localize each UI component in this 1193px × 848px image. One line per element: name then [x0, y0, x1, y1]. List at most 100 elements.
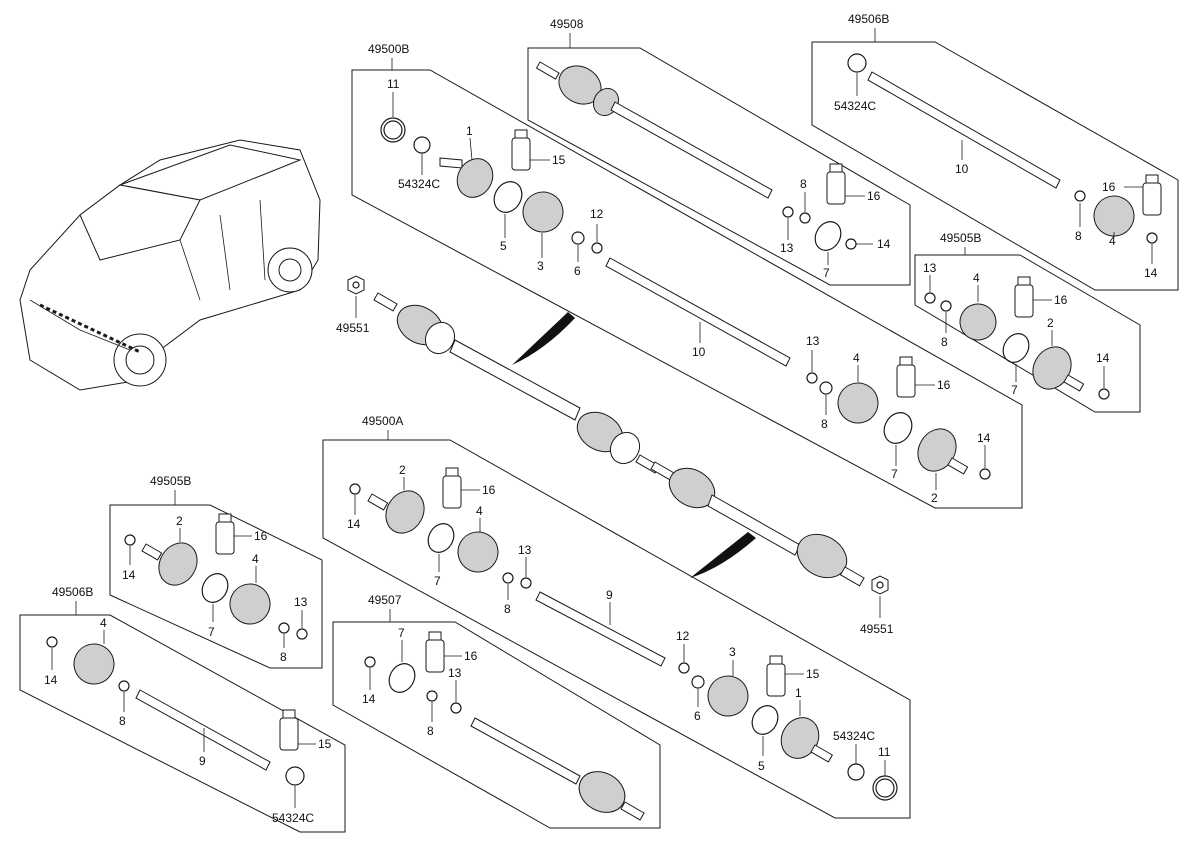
part-label-4: 4: [1109, 234, 1116, 248]
group-label-49508: 49508: [550, 17, 584, 31]
part-label-4: 4: [853, 351, 860, 365]
frame-group-49506B-top: [811, 41, 1179, 291]
part-label-14: 14: [977, 431, 991, 445]
boot-icon: [73, 643, 115, 685]
part-label-4: 4: [100, 616, 107, 630]
arrow-icon: [690, 532, 756, 578]
clamp-ring-icon: [388, 663, 416, 693]
part-label-54324C: 54324C: [833, 729, 875, 743]
part-label-8: 8: [504, 602, 511, 616]
clamp-ring-icon: [520, 577, 532, 589]
group-label-49500A: 49500A: [362, 414, 403, 428]
part-label-11: 11: [387, 77, 400, 91]
grease-tube-icon: [896, 364, 916, 398]
part-label-7: 7: [891, 467, 898, 481]
group-label-49505B-right: 49505B: [940, 231, 981, 245]
part-label-1: 1: [466, 124, 473, 138]
boot-icon: [837, 382, 879, 424]
part-label-8: 8: [119, 714, 126, 728]
grease-tube-icon: [215, 521, 235, 555]
clamp-ring-icon: [814, 221, 842, 251]
part-label-9: 9: [606, 588, 613, 602]
part-label-3: 3: [537, 259, 544, 273]
part-label-13: 13: [518, 543, 532, 557]
part-label-5: 5: [500, 239, 507, 253]
clamp-ring-icon: [413, 136, 431, 154]
part-label-7: 7: [1011, 383, 1018, 397]
clamp-ring-icon: [349, 483, 361, 495]
cv-joint-icon: [456, 158, 494, 198]
part-label-16: 16: [482, 483, 496, 497]
cv-joint-icon: [780, 717, 820, 759]
shaft-icon: [470, 717, 581, 785]
clamp-ring-icon: [296, 628, 308, 640]
frame-group-49505B-left: [109, 504, 323, 669]
clamp-ring-icon: [979, 468, 991, 480]
frame-group-49505B-right: [914, 254, 1141, 413]
part-label-6: 6: [574, 264, 581, 278]
part-label-3: 3: [729, 645, 736, 659]
part-label-4: 4: [973, 271, 980, 285]
part-label-54324C: 54324C: [834, 99, 876, 113]
group-label-49505B-left: 49505B: [150, 474, 191, 488]
grease-tube-icon: [1142, 182, 1162, 216]
boot-icon: [959, 303, 997, 341]
part-label-1: 1: [795, 686, 802, 700]
grease-tube-icon: [425, 639, 445, 673]
part-label-2: 2: [176, 514, 183, 528]
vehicle-outline-icon: [19, 139, 321, 391]
part-label-8: 8: [280, 650, 287, 664]
part-label-2: 2: [1047, 316, 1054, 330]
group-label-49506B-top: 49506B: [848, 12, 889, 26]
clamp-ring-icon: [1002, 333, 1030, 363]
part-label-12: 12: [676, 629, 690, 643]
part-label-9: 9: [199, 754, 206, 768]
part-label-13: 13: [780, 241, 794, 255]
clamp-ring-icon: [678, 662, 690, 674]
part-label-8: 8: [941, 335, 948, 349]
clamp-ring-icon: [278, 622, 290, 634]
part-label-15: 15: [318, 737, 332, 751]
part-label-2: 2: [399, 463, 406, 477]
part-label-16: 16: [464, 649, 478, 663]
part-label-14: 14: [1096, 351, 1110, 365]
shaft-icon: [867, 71, 1061, 189]
part-label-54324C: 54324C: [398, 177, 440, 191]
part-label-14: 14: [347, 517, 361, 531]
part-label-6: 6: [694, 709, 701, 723]
part-label-14: 14: [122, 568, 136, 582]
part-label-7: 7: [434, 574, 441, 588]
part-label-16: 16: [1054, 293, 1068, 307]
main-shaft-assembly: [373, 292, 865, 587]
grease-tube-icon: [826, 171, 846, 205]
part-label-11: 11: [878, 745, 891, 759]
clamp-ring-icon: [782, 206, 794, 218]
clamp-ring-icon: [493, 181, 523, 213]
clamp-ring-icon: [571, 231, 585, 245]
part-label-15: 15: [806, 667, 820, 681]
grease-tube-icon: [442, 475, 462, 509]
part-label-8: 8: [800, 177, 807, 191]
part-label-7: 7: [823, 266, 830, 280]
cv-joint-icon: [385, 490, 425, 534]
clamp-ring-icon: [847, 763, 865, 781]
shaft-icon: [610, 101, 773, 199]
frame-group-49500A: [322, 439, 911, 819]
part-label-14: 14: [1144, 266, 1158, 280]
group-label-49507: 49507: [368, 593, 402, 607]
shaft-icon: [439, 157, 463, 169]
clamp-ring-icon: [924, 292, 936, 304]
clamp-ring-icon: [380, 117, 406, 143]
clamp-ring-icon: [806, 372, 818, 384]
part-label-49551: 49551: [336, 321, 370, 335]
part-label-13: 13: [448, 666, 462, 680]
clamp-ring-icon: [427, 523, 455, 553]
clamp-ring-icon: [46, 636, 58, 648]
part-label-8: 8: [821, 417, 828, 431]
part-label-4: 4: [252, 552, 259, 566]
group-label-49500B: 49500B: [368, 42, 409, 56]
grease-tube-icon: [279, 717, 299, 751]
cv-joint-icon: [1032, 346, 1072, 390]
part-label-14: 14: [362, 692, 376, 706]
clamp-ring-icon: [450, 702, 462, 714]
